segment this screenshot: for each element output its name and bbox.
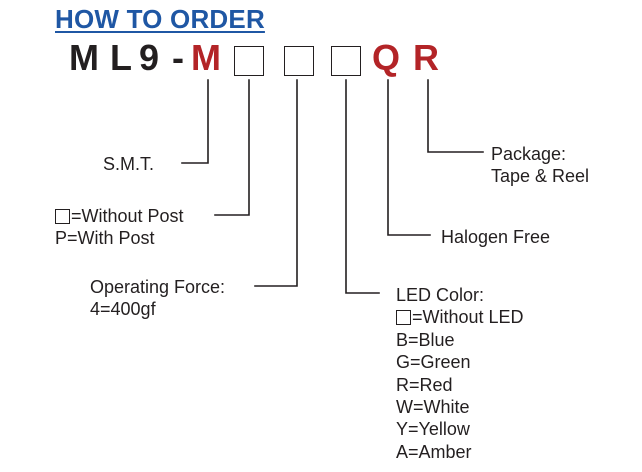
page-title: HOW TO ORDER [55, 4, 265, 34]
label-led-option: =Without LED [396, 306, 524, 328]
label-force: Operating Force: 4=400gf [90, 276, 225, 321]
label-package-line2: Tape & Reel [491, 166, 590, 187]
label-package-line1: Package: [491, 144, 567, 164]
label-post-line2: P=With Post [55, 228, 155, 249]
post-option-box [234, 46, 264, 76]
led-option-box [331, 46, 361, 76]
label-led-option: A=Amber [396, 441, 472, 462]
label-led-option: B=Blue [396, 329, 455, 350]
leader-line-post [214, 79, 250, 216]
leader-line-halogen [387, 79, 431, 236]
label-post: =Without Post P=With Post [55, 205, 184, 250]
label-post-line1: =Without Post [55, 205, 184, 227]
empty-box-icon [55, 209, 70, 224]
pn-char-m: M [69, 37, 99, 78]
label-led-option: Y=Yellow [396, 419, 470, 440]
leader-line-package [427, 79, 484, 153]
leader-line-smt [181, 79, 209, 164]
label-led-option: W=White [396, 396, 470, 417]
label-led-header: LED Color: [396, 285, 485, 305]
label-led-option: G=Green [396, 352, 471, 373]
leader-line-led [345, 79, 380, 294]
pn-char-smt-m: M [191, 37, 221, 78]
label-force-line1: Operating Force: [90, 277, 226, 297]
label-package: Package: Tape & Reel [491, 143, 589, 188]
label-force-line2: 4=400gf [90, 299, 156, 320]
force-option-box [284, 46, 314, 76]
label-led-option: R=Red [396, 374, 453, 395]
leader-line-force [254, 79, 298, 287]
label-smt: S.M.T. [103, 154, 155, 174]
label-led: LED Color: =Without LED B=Blue G=Green R… [396, 284, 524, 463]
pn-char-q: Q [372, 37, 401, 78]
pn-char-l: L [110, 37, 132, 78]
label-halogen: Halogen Free [441, 227, 551, 247]
pn-char-r: R [413, 37, 439, 78]
pn-char-9: 9 [139, 37, 160, 78]
empty-box-icon [396, 310, 411, 326]
pn-char-dash: - [172, 37, 184, 78]
